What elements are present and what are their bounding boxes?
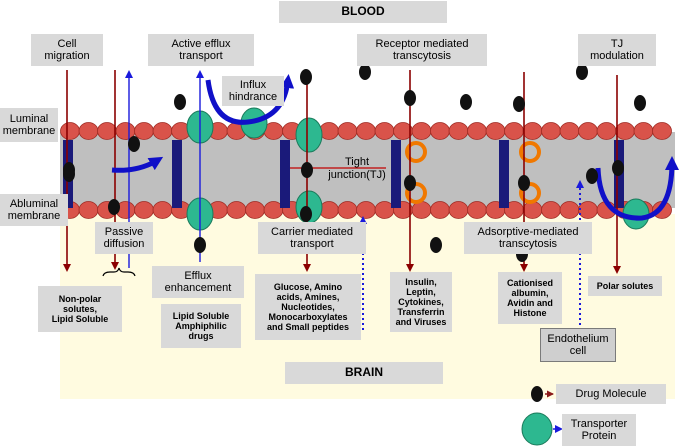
- membrane-bead: [60, 122, 80, 140]
- luminal-membrane-label: Luminal membrane: [0, 108, 58, 142]
- non-polar-label: Non-polar solutes, Lipid Soluble: [38, 286, 122, 332]
- passive-diffusion-label: Passive diffusion: [95, 222, 153, 254]
- legend-transporter-label: Transporter Protein: [562, 414, 636, 446]
- transporter-protein: [295, 117, 323, 153]
- membrane-bead: [541, 201, 561, 219]
- cationised-label: Cationised albumin, Avidin and Histone: [498, 272, 562, 324]
- membrane-bead: [633, 122, 654, 140]
- drug-molecule: [194, 237, 206, 253]
- tight-junction-label: Tight junction(TJ): [328, 156, 386, 181]
- membrane-bead: [467, 201, 487, 219]
- receptor-ring: [405, 182, 427, 204]
- drug-molecule: [300, 206, 312, 222]
- legend-drug-label: Drug Molecule: [556, 384, 666, 404]
- membrane-bead: [522, 122, 543, 140]
- transporter-protein: [622, 198, 650, 230]
- abluminal-membrane-label: Abluminal membrane: [0, 194, 68, 226]
- membrane-bead: [374, 122, 395, 140]
- membrane-bead: [78, 201, 99, 219]
- drug-molecule: [174, 94, 186, 110]
- drug-molecule: [513, 96, 525, 112]
- receptor-ring: [519, 182, 541, 204]
- drug-molecule: [63, 162, 75, 178]
- brace: [102, 267, 136, 277]
- membrane-bead: [485, 122, 506, 140]
- membrane-bead: [578, 201, 598, 219]
- drug-molecule: [128, 136, 140, 152]
- membrane-bead: [430, 122, 450, 140]
- drug-molecule: [612, 160, 624, 176]
- polar-solutes-label: Polar solutes: [588, 276, 662, 296]
- drug-molecule: [301, 162, 313, 178]
- drug-molecule: [404, 90, 416, 106]
- active-efflux-label: Active efflux transport: [148, 34, 254, 66]
- membrane-bead: [541, 122, 561, 140]
- brain-label: BRAIN: [285, 362, 443, 384]
- tj-bar: [280, 140, 290, 208]
- luminal-membrane-beads: [60, 122, 672, 140]
- legend-drug-icon: [531, 386, 543, 402]
- blue-dotted-arrows: [359, 180, 584, 330]
- tj-modulation-label: TJ modulation: [578, 34, 656, 66]
- membrane-bead: [134, 122, 154, 140]
- drug-molecule: [430, 237, 442, 253]
- tj-bar: [172, 140, 182, 208]
- abluminal-membrane-beads: [60, 201, 672, 219]
- membrane-bead: [411, 201, 432, 219]
- legend-transporter-icon: [521, 412, 553, 446]
- membrane-bead: [578, 122, 598, 140]
- blood-label: BLOOD: [279, 1, 447, 23]
- efflux-enhancement-label: Efflux enhancement: [152, 266, 244, 298]
- receptor-ring: [405, 141, 427, 163]
- tj-bar: [499, 140, 509, 208]
- drug-molecule: [518, 175, 530, 191]
- membrane-bead: [152, 122, 173, 140]
- influx-hindrance-label: Influx hindrance: [222, 76, 284, 106]
- drug-molecule: [460, 94, 472, 110]
- membrane-bead: [245, 201, 265, 219]
- membrane-bead: [97, 122, 117, 140]
- membrane-bead: [448, 201, 469, 219]
- membrane-bead: [559, 122, 580, 140]
- membrane-bead: [522, 201, 543, 219]
- membrane-bead: [337, 201, 358, 219]
- drug-molecule: [634, 95, 646, 111]
- cell-migration-label: Cell migration: [31, 34, 103, 66]
- membrane-bead: [356, 201, 376, 219]
- drug-molecule: [576, 64, 588, 80]
- membrane-bead: [504, 122, 524, 140]
- membrane-bead: [337, 122, 358, 140]
- membrane-bead: [467, 122, 487, 140]
- membrane-bead: [448, 122, 469, 140]
- membrane-bead: [78, 122, 99, 140]
- drug-molecule: [359, 64, 371, 80]
- membrane-bead: [652, 122, 672, 140]
- drug-molecules: [63, 64, 646, 262]
- membrane-bead: [615, 122, 635, 140]
- insulin-label: Insulin, Leptin, Cytokines, Transferrin …: [390, 272, 452, 332]
- drug-molecule: [586, 168, 598, 184]
- receptor-mediated-label: Receptor mediated transcytosis: [357, 34, 487, 66]
- endothelium-cell-label: Endothelium cell: [540, 328, 616, 362]
- membrane-bead: [226, 201, 247, 219]
- membrane-bead: [430, 201, 450, 219]
- carrier-mediated-label: Carrier mediated transport: [258, 222, 366, 254]
- membrane-bead: [559, 201, 580, 219]
- membrane-bead: [411, 122, 432, 140]
- drug-molecule: [108, 199, 120, 215]
- membrane-bead: [319, 201, 339, 219]
- membrane-bead: [134, 201, 154, 219]
- membrane-bead: [152, 201, 173, 219]
- receptor-ring: [519, 141, 541, 163]
- receptor-rings: [405, 141, 541, 204]
- drug-molecule: [404, 175, 416, 191]
- glucose-label: Glucose, Amino acids, Amines, Nucleotide…: [255, 274, 361, 340]
- adsorptive-mediated-label: Adsorptive-mediated transcytosis: [464, 222, 592, 254]
- membrane-bead: [596, 122, 617, 140]
- lipid-soluble-label: Lipid Soluble Amphiphilic drugs: [161, 304, 241, 348]
- tj-bar: [391, 140, 401, 208]
- drug-molecule: [300, 69, 312, 85]
- membrane-bead: [356, 122, 376, 140]
